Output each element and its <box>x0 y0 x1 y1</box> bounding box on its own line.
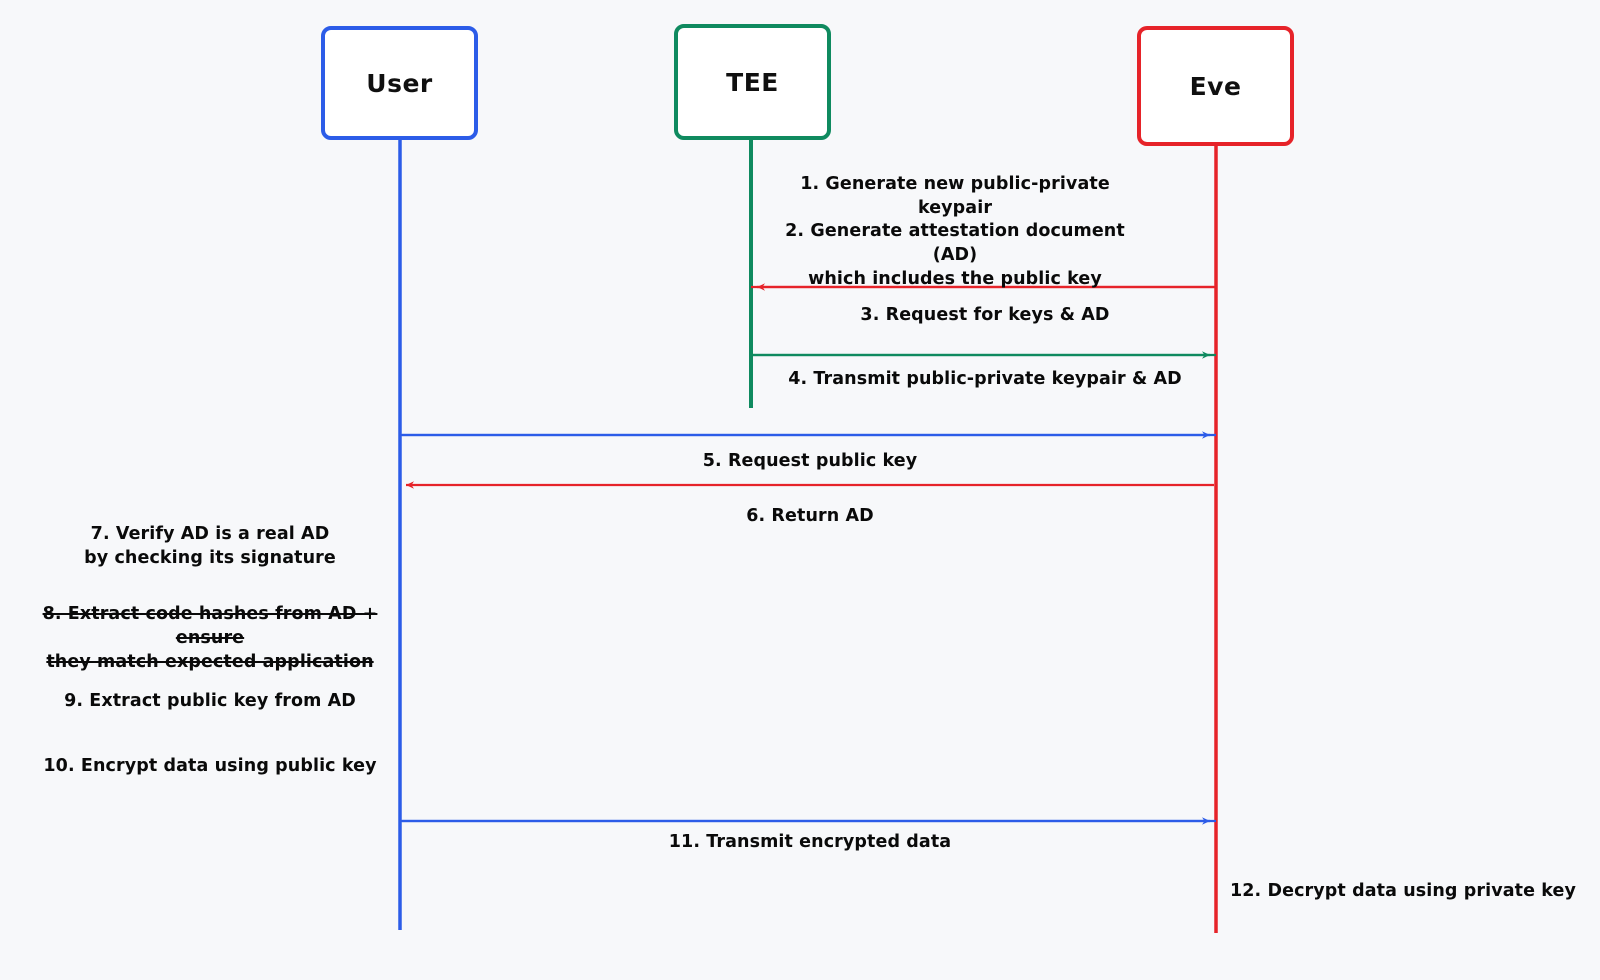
message-label-2: 2. Generate attestation document (AD) wh… <box>785 221 1125 289</box>
participant-box-tee[interactable]: TEE <box>674 24 831 140</box>
message-label-3: 3. Request for keys & AD <box>860 305 1110 325</box>
participant-box-eve[interactable]: Eve <box>1137 26 1294 146</box>
message-label-11: 11. Transmit encrypted data <box>668 832 952 852</box>
message-label-6: 6. Return AD <box>746 506 874 526</box>
message-label-9: 9. Extract public key from AD <box>64 691 356 711</box>
participant-box-user[interactable]: User <box>321 26 478 140</box>
message-label-7: 7. Verify AD is a real AD by checking it… <box>84 524 336 568</box>
message-label-12: 12. Decrypt data using private key <box>1230 881 1576 901</box>
participant-label-user: User <box>366 68 433 98</box>
participant-label-eve: Eve <box>1189 71 1242 101</box>
message-label-4: 4. Transmit public-private keypair & AD <box>788 369 1182 389</box>
message-label-5: 5. Request public key <box>702 451 918 471</box>
participant-label-tee: TEE <box>726 67 779 97</box>
message-label-10: 10. Encrypt data using public key <box>43 756 377 776</box>
message-label-8: 8. Extract code hashes from AD + ensure … <box>42 604 378 672</box>
message-label-1: 1. Generate new public-private keypair <box>800 174 1110 218</box>
